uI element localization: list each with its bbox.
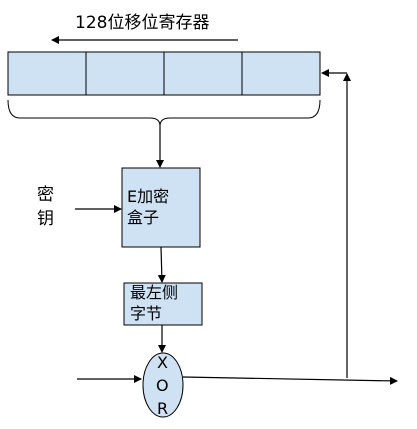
register-cell-1 (8, 52, 86, 95)
register-cell-2 (86, 52, 164, 95)
encrypt-box-line2: 盒子 (127, 207, 160, 227)
register-cell-4 (242, 52, 320, 95)
key-label-line2: 钥 (37, 209, 54, 229)
register-cell-3 (164, 52, 242, 95)
leftmost-byte-label: 最左侧 字节 (130, 283, 200, 325)
xor-letter-x: X (157, 353, 168, 372)
xor-output-arrow (182, 376, 398, 385)
key-label-line1: 密 (37, 185, 54, 205)
leftmost-byte-line2: 字节 (130, 304, 163, 323)
register-brace (7, 99, 321, 127)
register-title: 128位移位寄存器 (75, 13, 210, 33)
encrypt-to-byte-arrow (157, 246, 166, 283)
xor-node (142, 352, 184, 418)
leftmost-byte-line1: 最左侧 (130, 283, 179, 303)
encrypt-box-line1: E加密 (127, 186, 170, 206)
leftmost-byte-box (123, 282, 203, 326)
xor-letter-o: O (156, 376, 169, 395)
encrypt-box-label: E加密 盒子 (127, 168, 197, 247)
encrypt-box (121, 167, 201, 248)
xor-letter-r: R (157, 399, 169, 418)
